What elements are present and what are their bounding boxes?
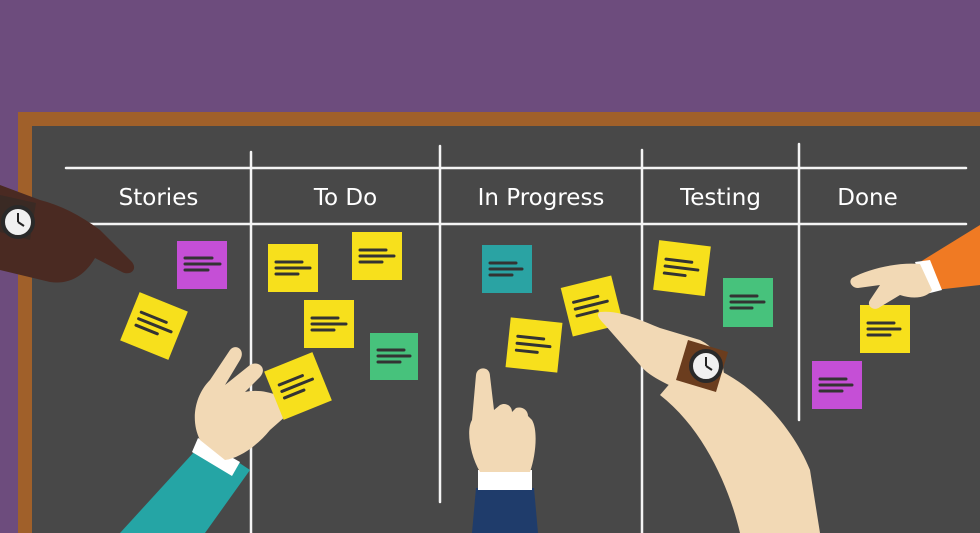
sticky-note (352, 232, 402, 280)
column-header-stories: Stories (118, 185, 199, 211)
column-header-testing: Testing (680, 185, 761, 211)
sticky-note (304, 300, 354, 348)
sticky-note (482, 245, 532, 293)
sticky-note (268, 244, 318, 292)
sticky-note (120, 292, 188, 360)
sticky-note (812, 361, 862, 409)
pointing-hand-icon (597, 311, 820, 533)
sticky-note (505, 317, 563, 373)
sticky-notes (120, 232, 910, 409)
column-header-done: Done (837, 185, 898, 211)
sticky-note (177, 241, 227, 289)
column-header-in-progress: In Progress (477, 185, 605, 211)
pinching-hand-icon (120, 347, 295, 533)
sticky-note (723, 278, 773, 327)
column-header-to-do: To Do (313, 185, 378, 211)
sticky-note (264, 352, 332, 420)
sticky-note (370, 333, 418, 380)
pointing-hand-icon (469, 368, 538, 533)
sticky-note (653, 240, 711, 297)
pinching-hand-icon (850, 225, 980, 309)
pointing-hand-icon (0, 185, 135, 283)
sticky-note (860, 305, 910, 353)
